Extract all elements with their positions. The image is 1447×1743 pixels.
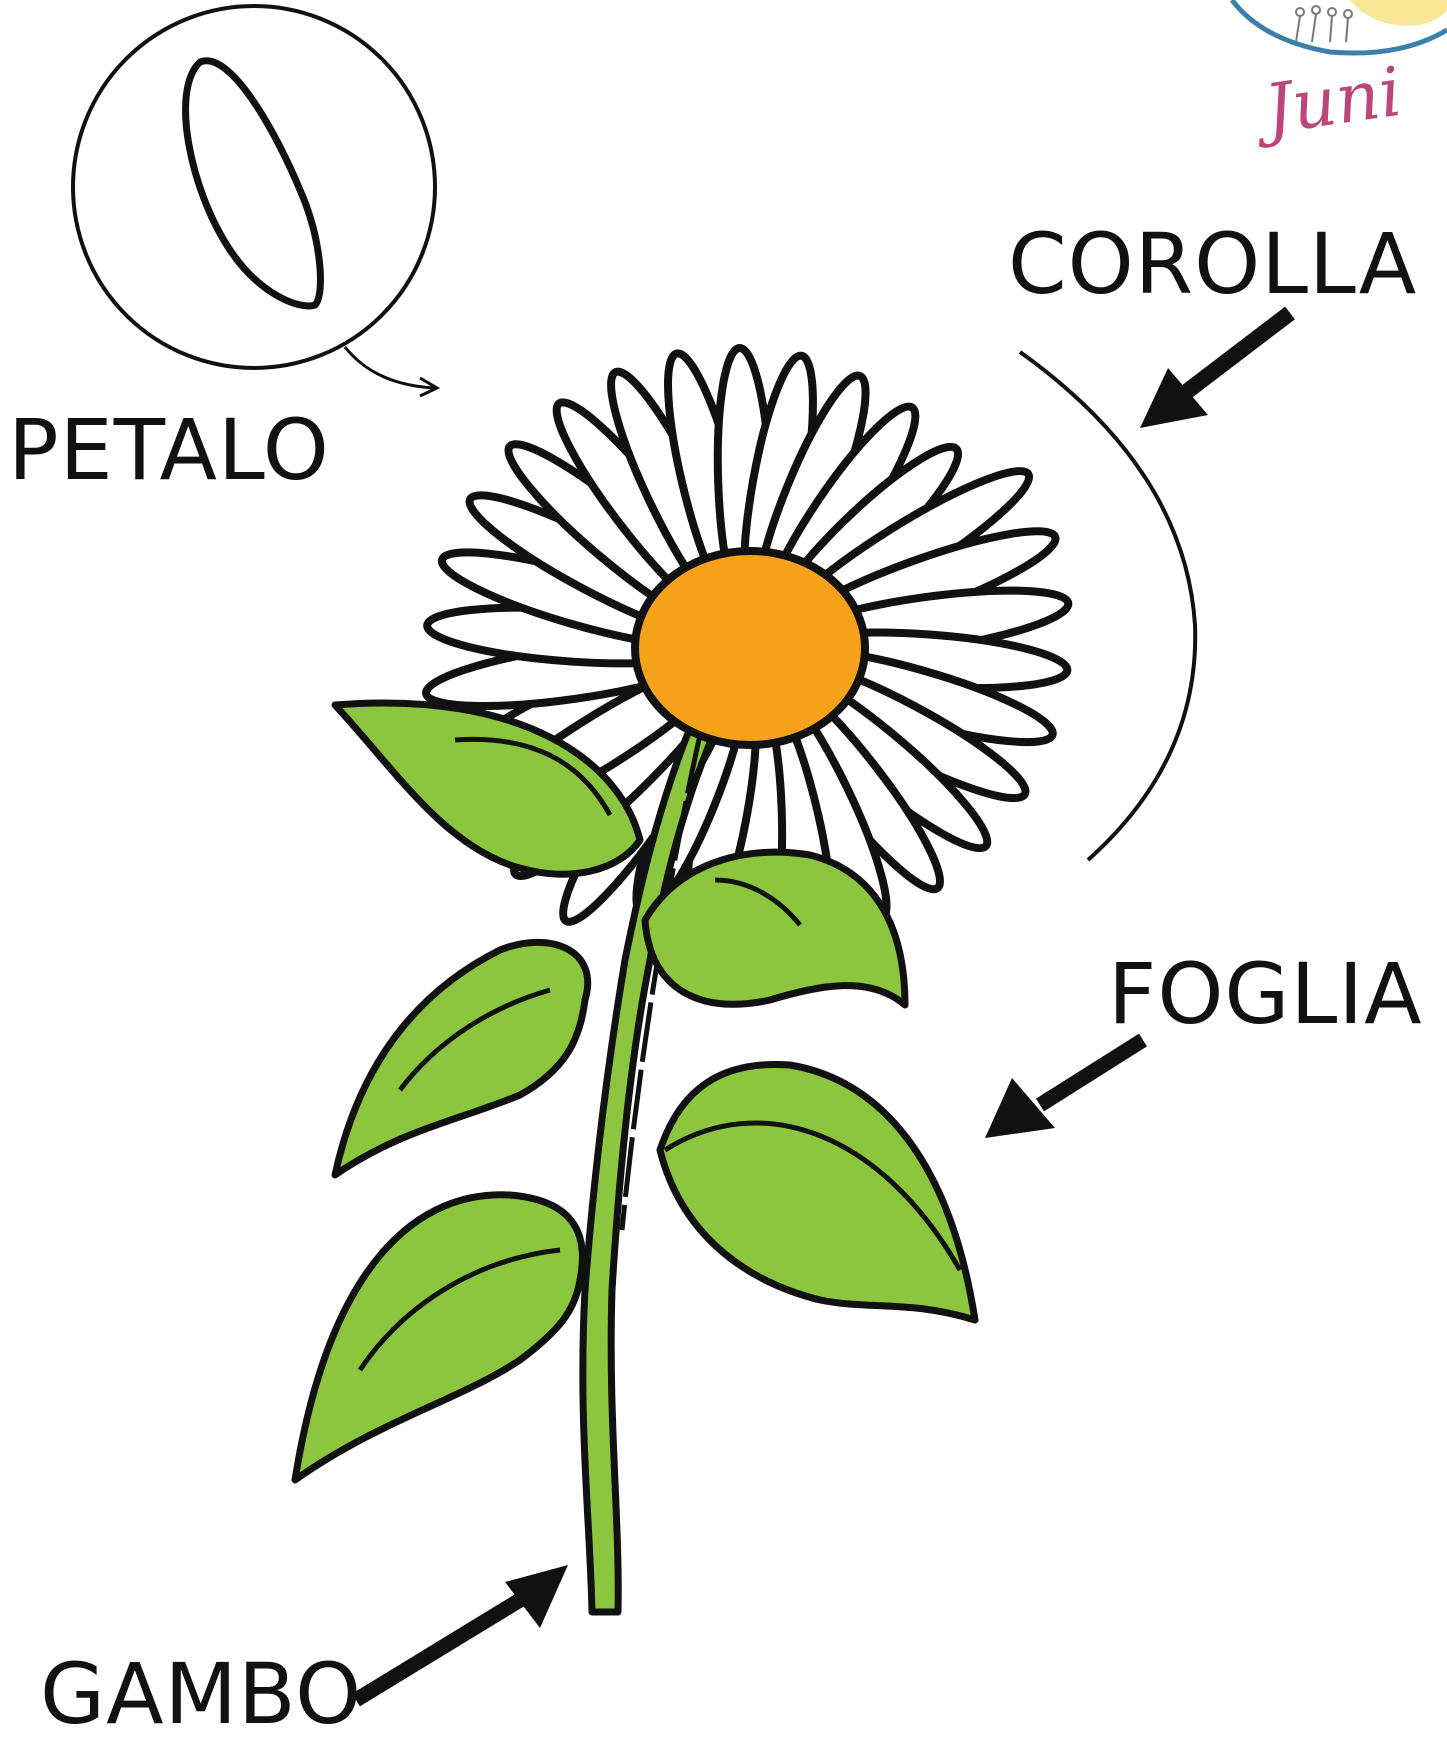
leaf-middle-left [335, 942, 588, 1175]
petal-detail [73, 6, 437, 396]
label-corolla: COROLLA [1008, 222, 1417, 306]
logo [1232, 0, 1447, 53]
label-foglia: FOGLIA [1108, 952, 1423, 1036]
leaf-lower-left [295, 1195, 582, 1480]
label-gambo: GAMBO [40, 1652, 362, 1736]
flower-center [635, 551, 865, 745]
corolla-arrow-icon [1140, 313, 1290, 428]
logo-people-icon [1296, 6, 1352, 42]
foglia-arrow-icon [985, 1040, 1143, 1138]
petal-pointer-arrow [345, 347, 435, 388]
gambo-arrow-icon [356, 1565, 568, 1700]
label-petalo: PETALO [8, 408, 330, 492]
logo-sun [1350, 0, 1447, 26]
leaf-middle-right [660, 1064, 975, 1320]
